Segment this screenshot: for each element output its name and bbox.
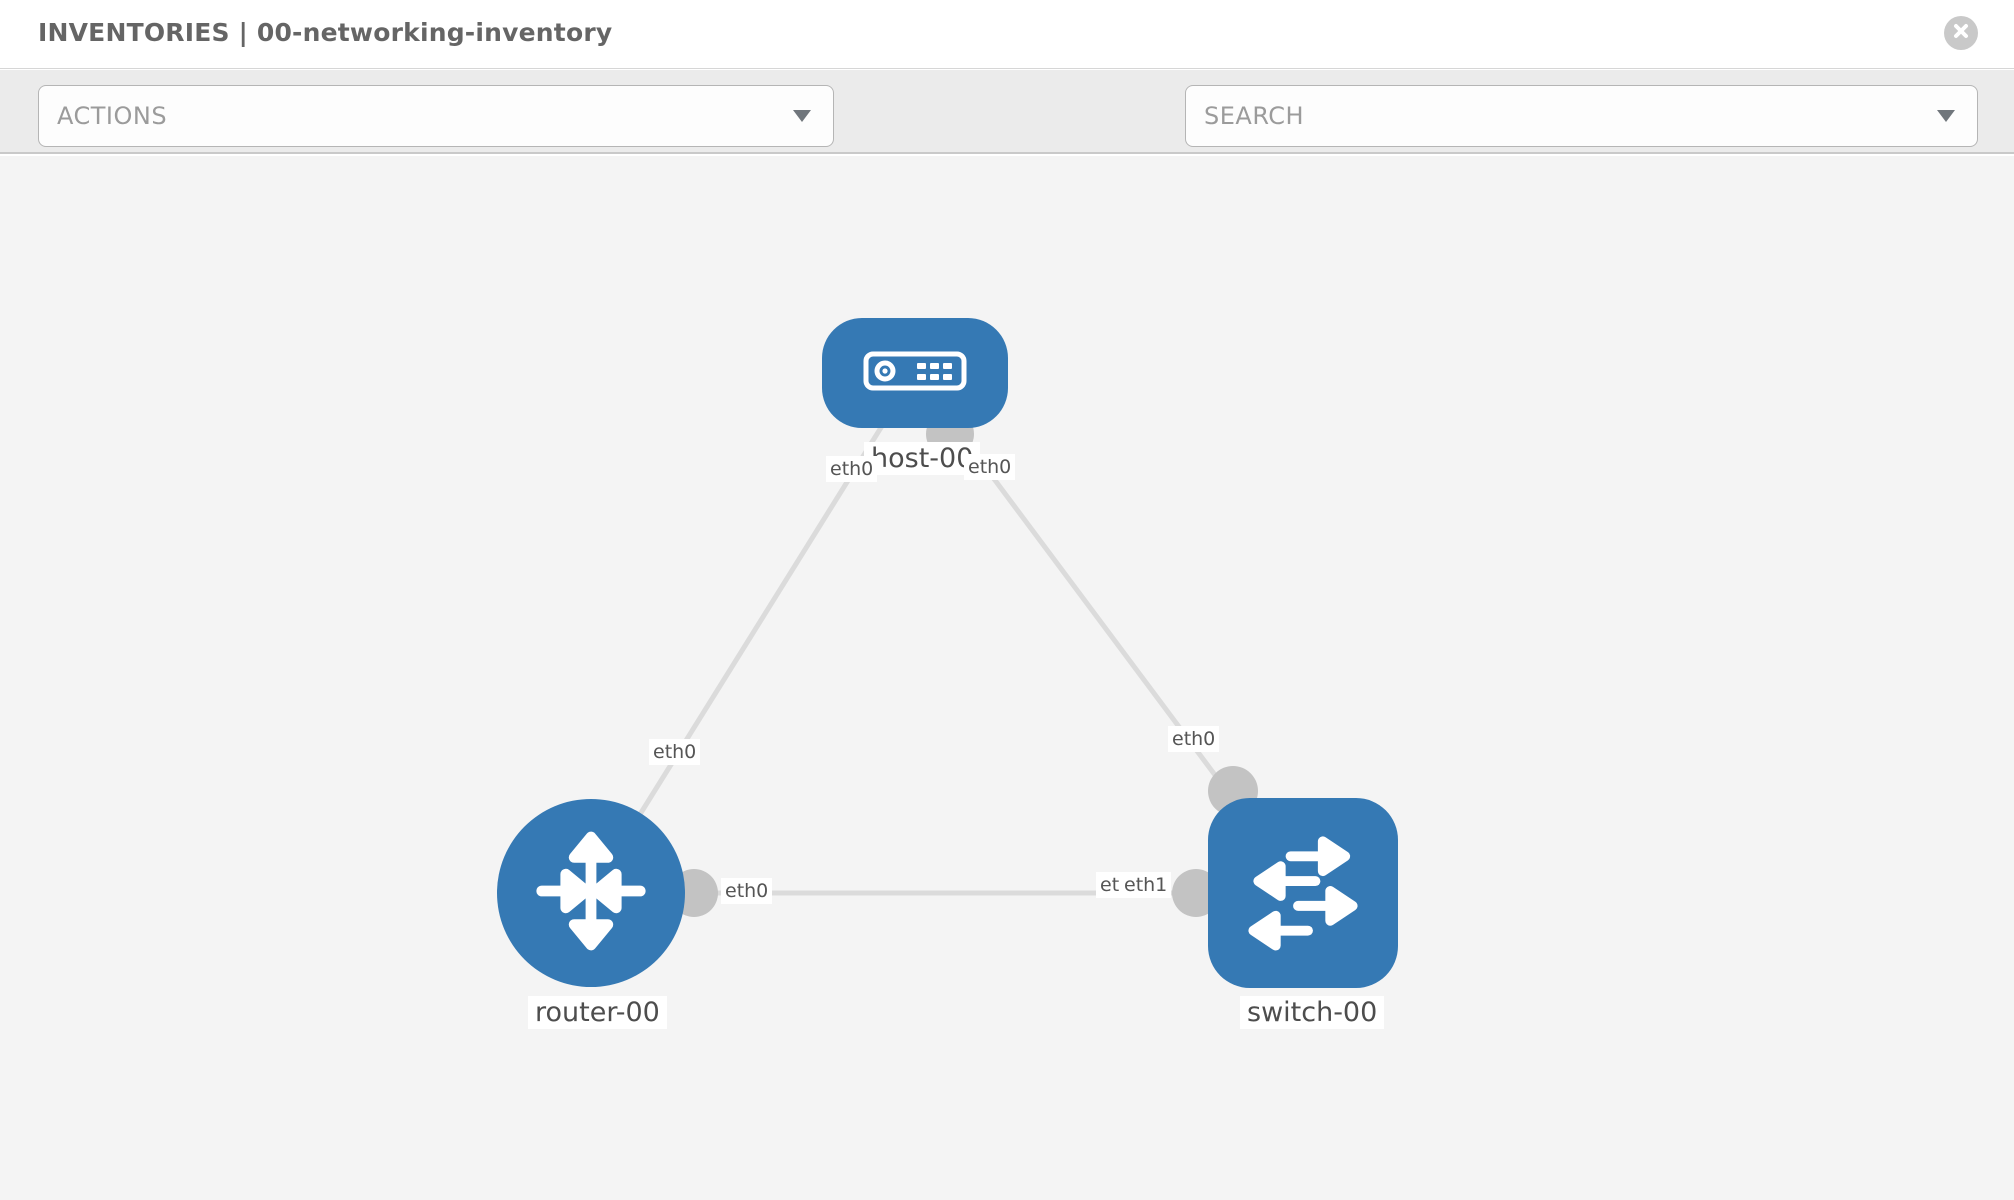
- chevron-down-icon: [793, 110, 811, 122]
- search-dropdown-label: SEARCH: [1204, 102, 1305, 130]
- close-button[interactable]: [1944, 16, 1978, 50]
- header: INVENTORIES | 00-networking-inventory: [0, 0, 2014, 69]
- node-switch-00[interactable]: [1208, 798, 1398, 988]
- toolbar: ACTIONS: [0, 70, 2014, 203]
- node-host-00[interactable]: [822, 318, 1008, 428]
- switch-icon: [1241, 829, 1365, 957]
- node-label-router: router-00: [528, 996, 667, 1029]
- interface-label-router-switch-switch-side: eth1: [1120, 872, 1172, 898]
- chevron-down-icon: [1937, 110, 1955, 122]
- actions-dropdown-label: ACTIONS: [57, 102, 168, 130]
- interface-label-host-switch-switch-side: eth0: [1168, 726, 1220, 752]
- close-icon: [1952, 22, 1970, 44]
- actions-dropdown[interactable]: ACTIONS: [38, 85, 834, 147]
- interface-label-router-switch-router-side: eth0: [721, 878, 773, 904]
- node-label-host: host-00: [864, 442, 981, 475]
- interface-label-host-switch-host-side: eth0: [964, 454, 1016, 480]
- interface-label-host-router-host-side: eth0: [826, 456, 878, 482]
- topology-canvas[interactable]: host-00 router-00 switch-00 eth0 eth0 et…: [0, 156, 2014, 1200]
- router-icon: [531, 831, 651, 955]
- host-icon: [863, 350, 967, 396]
- node-label-switch: switch-00: [1240, 996, 1385, 1029]
- interface-label-host-router-router-side: eth0: [649, 739, 701, 765]
- topology-links-layer: [588, 371, 1306, 917]
- page-title: INVENTORIES | 00-networking-inventory: [38, 18, 613, 47]
- search-dropdown[interactable]: SEARCH: [1185, 85, 1978, 147]
- node-router-00[interactable]: [497, 799, 685, 987]
